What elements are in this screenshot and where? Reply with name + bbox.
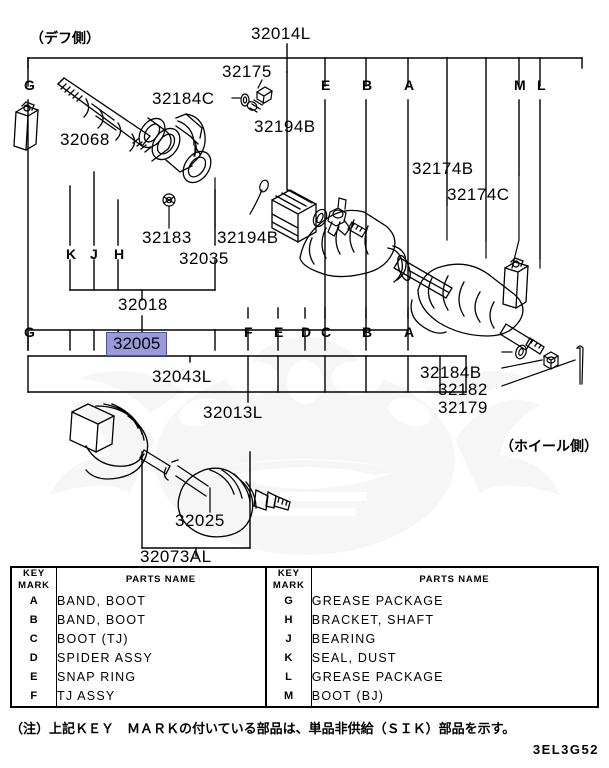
table-row: E SNAP RING L GREASE PACKAGE [11, 667, 598, 687]
part-label-32043L: 32043L [152, 367, 212, 386]
row-name-right: BRACKET, SHAFT [310, 610, 598, 630]
keymark-bot-C: C [321, 324, 332, 340]
part-label-32174C: 32174C [447, 185, 510, 204]
row-name-right: BEARING [310, 629, 598, 649]
keymark-bot-E: E [274, 324, 284, 340]
diff-side-label: （デフ側） [30, 31, 100, 47]
header-key-text: KEY [23, 568, 45, 579]
header-parts-name-right: PARTS NAME [310, 567, 598, 592]
keymark-mid-J: J [90, 246, 98, 262]
sik-footnote: （注）上記ＫＥＹ ＭＡＲＫの付いている部品は、単品非供給（ＳＩＫ）部品を示す。 [10, 722, 516, 737]
row-name-right: GREASE PACKAGE [310, 591, 598, 611]
part-label-32035: 32035 [179, 249, 229, 268]
keymark-top-L: L [537, 77, 546, 93]
keymark-bot-A: A [404, 324, 415, 340]
keymark-top-M: M [514, 77, 526, 93]
keymark-top-A: A [404, 77, 415, 93]
row-name-left: SPIDER ASSY [55, 648, 266, 668]
part-label-32194B-lower: 32194B [217, 228, 279, 247]
row-name-right: BOOT (BJ) [310, 686, 598, 707]
part-label-32018: 32018 [118, 295, 168, 314]
table-row: F TJ ASSY M BOOT (BJ) [11, 686, 598, 707]
part-label-32183: 32183 [142, 228, 192, 247]
row-name-left: BOOT (TJ) [55, 629, 266, 649]
keymark-top-B: B [362, 77, 373, 93]
part-label-32182: 32182 [438, 380, 488, 399]
header-mark-text-right: MARK [272, 579, 305, 591]
row-name-left: TJ ASSY [55, 686, 266, 707]
key-mark-parts-table: KEY MARK PARTS NAME KEY MARK PARTS NAME … [10, 566, 599, 708]
row-mark-right: K [264, 648, 312, 668]
part-label-32073AL: 32073AL [140, 547, 212, 566]
row-mark-left: C [29, 633, 39, 646]
row-mark-left: F [30, 690, 38, 703]
row-mark-right: L [264, 667, 312, 687]
table-row: A BAND, BOOT G GREASE PACKAGE [11, 591, 598, 611]
header-key-mark-left: KEY MARK [11, 567, 57, 592]
keymark-mid-K: K [66, 246, 77, 262]
part-label-32014L: 32014L [251, 24, 311, 43]
header-parts-name-left: PARTS NAME [55, 567, 266, 592]
row-name-left: SNAP RING [55, 667, 266, 687]
row-name-right: SEAL, DUST [310, 648, 598, 668]
part-label-32025: 32025 [175, 511, 225, 530]
table-row: D SPIDER ASSY K SEAL, DUST [11, 648, 598, 668]
row-mark-right: M [264, 686, 312, 707]
row-mark-right: G [264, 591, 312, 611]
keymark-top-G: G [24, 77, 35, 93]
row-mark-left: B [29, 614, 39, 627]
diagram-code: 3EL3G52 [532, 742, 599, 757]
part-label-32184B: 32184B [420, 363, 482, 382]
header-key-mark-right: KEY MARK [264, 567, 312, 592]
part-label-32013L: 32013L [203, 403, 263, 422]
table-header-row: KEY MARK PARTS NAME KEY MARK PARTS NAME [11, 567, 598, 592]
table-row: B BAND, BOOT H BRACKET, SHAFT [11, 610, 598, 630]
header-mark-text: MARK [18, 579, 50, 591]
row-name-left: BAND, BOOT [55, 610, 266, 630]
keymark-mid-H: H [114, 246, 125, 262]
wheel-side-label: （ホイール側） [500, 439, 598, 455]
table-row: C BOOT (TJ) J BEARING [11, 629, 598, 649]
row-name-right: GREASE PACKAGE [310, 667, 598, 687]
part-label-32175: 32175 [222, 62, 272, 81]
row-mark-right: J [264, 629, 312, 649]
part-label-32005-highlighted[interactable]: 32005 [106, 332, 168, 356]
part-label-32179: 32179 [438, 398, 488, 417]
part-label-32174B: 32174B [412, 159, 474, 178]
part-label-32194B-upper: 32194B [254, 117, 316, 136]
row-mark-left: A [29, 595, 39, 608]
row-mark-left: E [30, 671, 38, 684]
keymark-bot-F: F [244, 324, 253, 340]
row-mark-left: D [29, 652, 39, 665]
keymark-bot-D: D [301, 324, 312, 340]
keymark-bot-B: B [362, 324, 373, 340]
header-key-text-right: KEY [277, 568, 300, 579]
row-name-left: BAND, BOOT [55, 591, 266, 611]
keymark-top-E: E [321, 77, 331, 93]
part-label-32184C: 32184C [152, 89, 215, 108]
keymark-lower-G: G [24, 324, 35, 340]
part-label-32068: 32068 [60, 130, 110, 149]
row-mark-right: H [264, 610, 312, 630]
